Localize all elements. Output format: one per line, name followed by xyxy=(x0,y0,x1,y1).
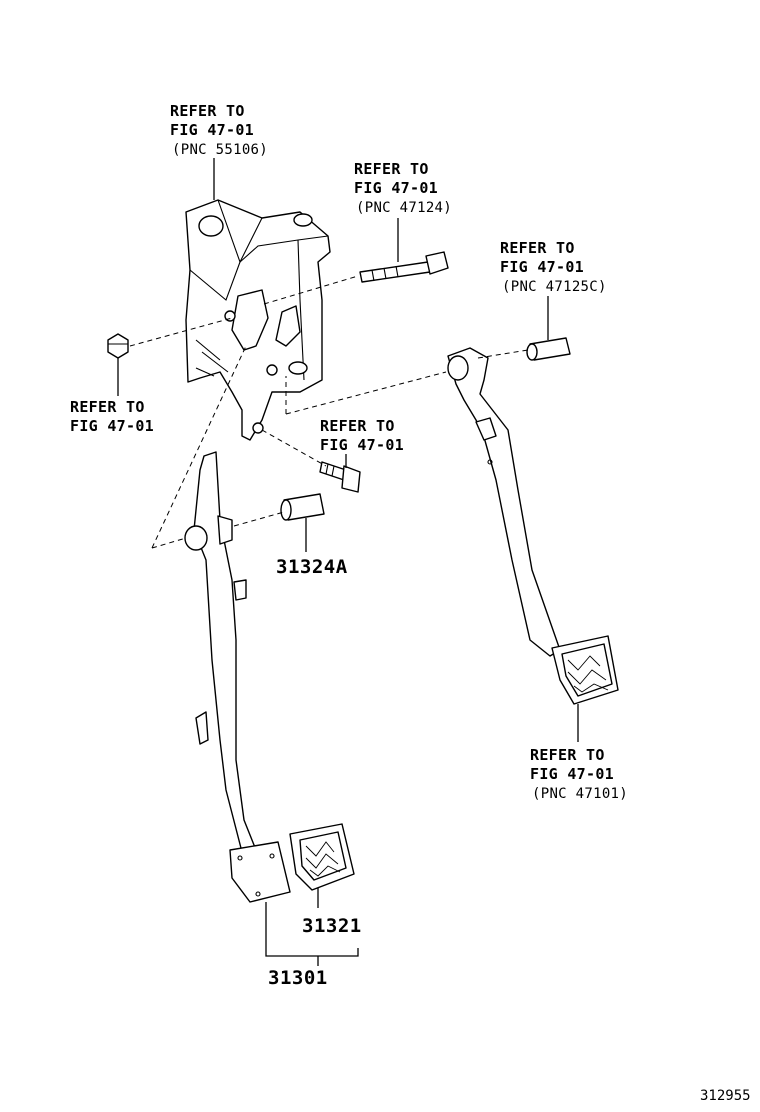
figure-id: 312955 xyxy=(700,1088,751,1104)
svg-text:REFER TO: REFER TO xyxy=(500,239,575,257)
callout-refer-47125c: REFER TO FIG 47-01 (PNC 47125C) xyxy=(500,239,607,295)
callout-refer-nut: REFER TO FIG 47-01 xyxy=(70,398,154,435)
svg-text:REFER TO: REFER TO xyxy=(170,102,245,120)
svg-text:FIG 47-01: FIG 47-01 xyxy=(530,765,614,783)
svg-text:REFER TO: REFER TO xyxy=(70,398,145,416)
assembly-dashed-lines xyxy=(129,275,529,549)
left-pedal-arm xyxy=(184,451,291,903)
nut xyxy=(107,333,129,359)
small-bolt xyxy=(319,461,361,493)
svg-text:FIG 47-01: FIG 47-01 xyxy=(320,436,404,454)
svg-text:(PNC 55106): (PNC 55106) xyxy=(172,142,268,158)
callout-refer-55106: REFER TO FIG 47-01 (PNC 55106) xyxy=(170,102,268,158)
collar xyxy=(526,337,571,361)
part-number-pedal-assy: 31301 xyxy=(268,967,328,989)
pedal-pad xyxy=(289,823,355,891)
svg-text:REFER TO: REFER TO xyxy=(320,417,395,435)
svg-text:REFER TO: REFER TO xyxy=(354,160,429,178)
svg-text:(PNC 47125C): (PNC 47125C) xyxy=(502,279,607,295)
pivot-bolt xyxy=(359,251,449,283)
right-pedal-arm xyxy=(447,347,619,705)
callout-refer-47101: REFER TO FIG 47-01 (PNC 47101) xyxy=(530,746,628,802)
leader-lines xyxy=(117,158,579,966)
bushing xyxy=(280,493,325,521)
part-number-bushing: 31324A xyxy=(276,556,348,578)
svg-text:REFER TO: REFER TO xyxy=(530,746,605,764)
svg-text:FIG 47-01: FIG 47-01 xyxy=(170,121,254,139)
callout-refer-bolt: REFER TO FIG 47-01 xyxy=(320,417,404,454)
svg-text:FIG 47-01: FIG 47-01 xyxy=(70,417,154,435)
callout-refer-47124: REFER TO FIG 47-01 (PNC 47124) xyxy=(354,160,452,216)
svg-text:(PNC 47101): (PNC 47101) xyxy=(532,786,628,802)
svg-text:FIG 47-01: FIG 47-01 xyxy=(354,179,438,197)
svg-text:FIG 47-01: FIG 47-01 xyxy=(500,258,584,276)
part-number-pad: 31321 xyxy=(302,915,362,937)
svg-text:(PNC 47124): (PNC 47124) xyxy=(356,200,452,216)
pedal-bracket xyxy=(185,199,331,441)
